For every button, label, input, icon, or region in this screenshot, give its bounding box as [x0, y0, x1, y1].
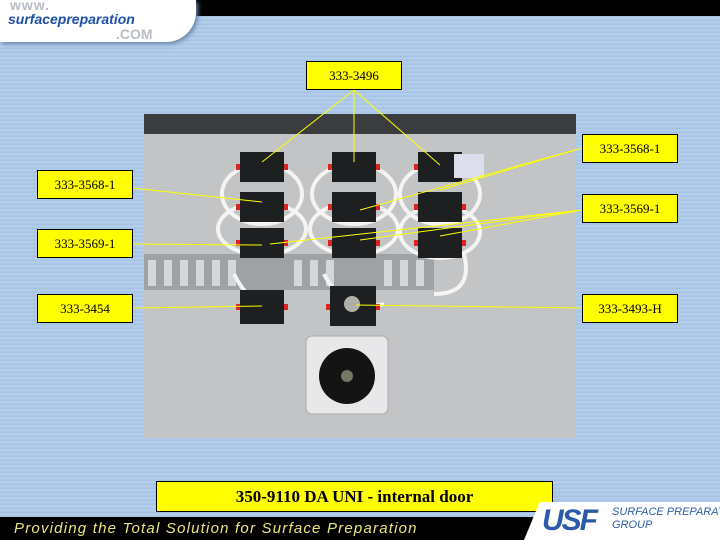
logo-name: surfacepreparation [8, 11, 135, 27]
callout-333-3454: 333-3454 [37, 294, 133, 323]
usf-logo: USF SURFACE PREPARATIONGROUP [524, 502, 720, 540]
callout-333-3569-1-right: 333-3569-1 [582, 194, 678, 223]
usf-name-line1: SURFACE PREPARATION [612, 506, 720, 518]
callout-333-3569-1-left: 333-3569-1 [37, 229, 133, 258]
usf-name-line2: GROUP [612, 519, 653, 531]
usf-name: SURFACE PREPARATIONGROUP [612, 506, 720, 532]
control-panel-photo [144, 114, 576, 438]
usf-mark: USF [542, 504, 598, 537]
slide-title: 350-9110 DA UNI - internal door [156, 481, 553, 512]
logo-com: .COM [116, 26, 153, 42]
callout-333-3496: 333-3496 [306, 61, 402, 90]
site-logo[interactable]: www. surfacepreparation .COM [0, 0, 196, 42]
footer-slogan: Providing the Total Solution for Surface… [14, 520, 418, 537]
callout-333-3568-1-left: 333-3568-1 [37, 170, 133, 199]
callout-333-3568-1-right: 333-3568-1 [582, 134, 678, 163]
callout-333-3493-h: 333-3493-H [582, 294, 678, 323]
logo-www: www. [10, 0, 51, 13]
